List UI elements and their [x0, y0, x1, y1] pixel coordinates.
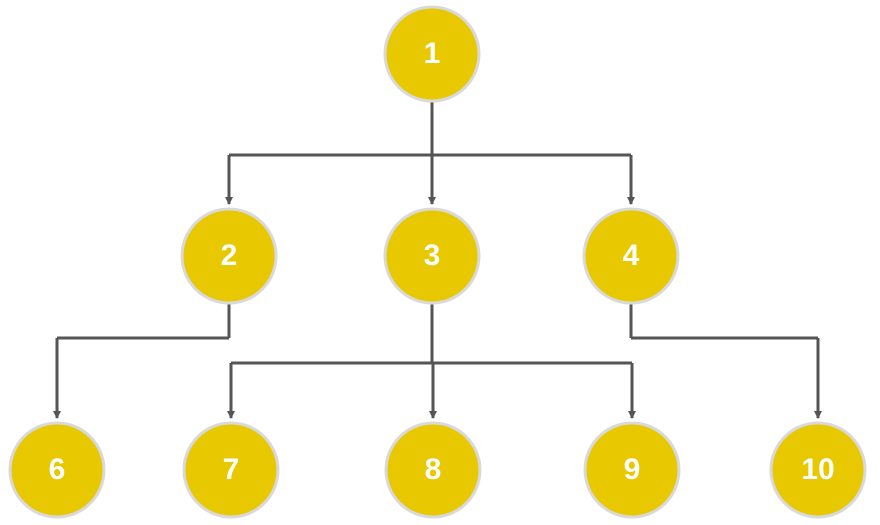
nodes: 1 2 3 4 6 7 8 9 10 — [8, 5, 867, 519]
node-label: 9 — [624, 453, 641, 486]
node-circle — [182, 421, 280, 519]
node-circle — [583, 421, 681, 519]
node-label: 3 — [424, 239, 441, 272]
node-6: 6 — [8, 421, 106, 519]
node-label: 4 — [623, 239, 640, 272]
node-1: 1 — [383, 5, 481, 103]
node-label: 10 — [801, 453, 834, 486]
node-7: 7 — [182, 421, 280, 519]
node-8: 8 — [384, 421, 482, 519]
node-circle — [769, 421, 867, 519]
node-circle — [582, 207, 680, 305]
node-circle — [383, 5, 481, 103]
node-label: 8 — [425, 453, 442, 486]
node-3: 3 — [383, 207, 481, 305]
node-label: 2 — [221, 239, 238, 272]
node-4: 4 — [582, 207, 680, 305]
node-10: 10 — [769, 421, 867, 519]
node-circle — [384, 421, 482, 519]
node-label: 1 — [424, 37, 441, 70]
connectors — [53, 101, 822, 419]
node-circle — [383, 207, 481, 305]
node-label: 6 — [49, 453, 66, 486]
node-9: 9 — [583, 421, 681, 519]
node-circle — [180, 207, 278, 305]
node-2: 2 — [180, 207, 278, 305]
node-label: 7 — [223, 453, 240, 486]
node-circle — [8, 421, 106, 519]
